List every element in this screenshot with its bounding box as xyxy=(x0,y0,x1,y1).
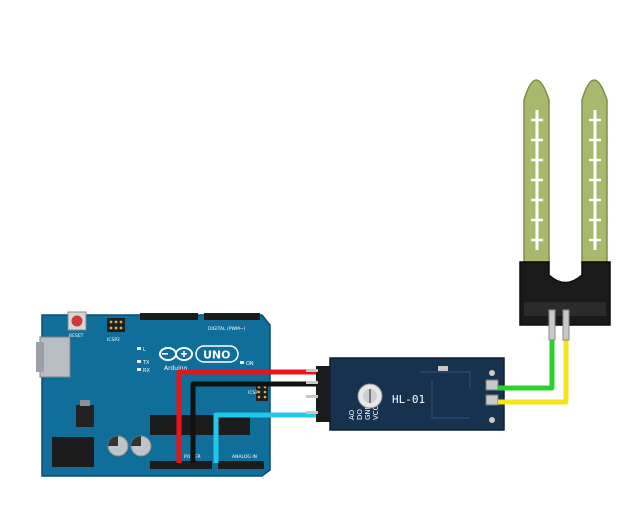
wire-probe-yellow xyxy=(498,338,569,405)
wire-ao-cyan xyxy=(213,412,322,463)
pin-label-ao: AO xyxy=(348,409,356,420)
arduino-logo xyxy=(159,347,193,361)
arduino-maker-label: Arduino xyxy=(164,365,188,372)
analog-label: ANALOG IN xyxy=(232,454,257,460)
capacitor-2 xyxy=(130,435,152,457)
analog-header xyxy=(218,461,264,469)
voltage-regulator xyxy=(76,405,94,427)
soil-moisture-probe xyxy=(519,79,611,341)
potentiometer[interactable] xyxy=(357,383,383,409)
dc-jack xyxy=(52,437,94,467)
digital-header xyxy=(140,313,260,320)
arduino-uno-board: RESET ICSP2 DIGITAL (PWM~) UNO Arduino O… xyxy=(36,311,271,477)
usb-connector xyxy=(39,336,71,378)
on-label: ON xyxy=(246,361,254,367)
power-header xyxy=(150,461,212,469)
icsp-label: ICSP xyxy=(248,390,258,396)
pin-label-do: DO xyxy=(356,409,364,420)
tx-label: TX xyxy=(142,360,150,366)
atmega-chip xyxy=(150,415,250,435)
uno-badge xyxy=(195,345,239,363)
l-label: L xyxy=(143,347,146,353)
capacitor-1 xyxy=(107,435,129,457)
reset-label: RESET xyxy=(69,333,84,339)
icsp-header-top xyxy=(107,318,125,332)
module-pin-labels: AO DO GND VCC xyxy=(348,404,380,420)
uno-label: UNO xyxy=(203,349,231,362)
digital-label: DIGITAL (PWM~) xyxy=(208,326,246,332)
hl01-module: AO DO GND VCC HL-01 xyxy=(306,357,505,431)
wire-probe-green xyxy=(498,338,555,391)
module-model-label: HL-01 xyxy=(392,393,425,406)
icsp2-label: ICSP2 xyxy=(107,337,120,343)
pin-label-vcc: VCC xyxy=(372,405,380,420)
rx-label: RX xyxy=(143,368,150,374)
wire-vcc-red xyxy=(176,369,322,463)
reset-button[interactable] xyxy=(67,311,87,331)
pin-label-gnd: GND xyxy=(364,404,372,420)
wire-gnd-black xyxy=(190,381,322,463)
